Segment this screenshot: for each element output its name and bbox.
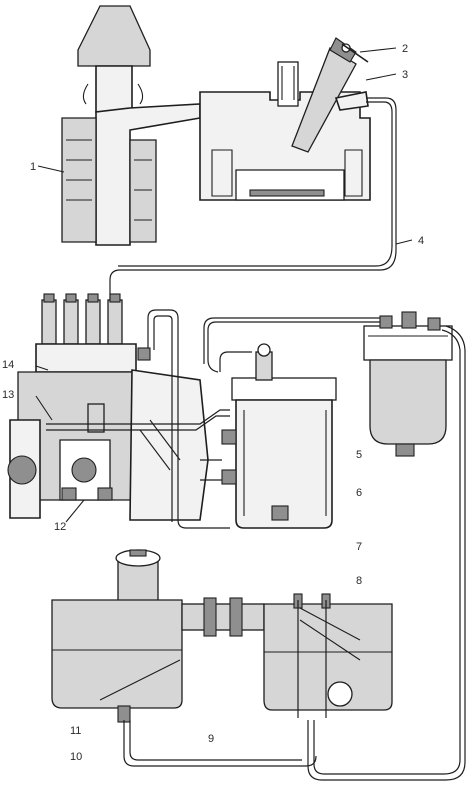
leader-lines (35, 47, 413, 523)
label-1: 1 (30, 161, 36, 173)
label-14: 14 (2, 359, 14, 371)
engine-cylinder-head (61, 5, 397, 318)
callout-labels: 1 2 3 4 5 6 7 8 9 10 11 12 13 14 (2, 43, 424, 763)
label-6: 6 (356, 487, 362, 499)
label-7: 7 (356, 541, 362, 553)
label-8: 8 (356, 575, 362, 587)
main-fuel-filter (200, 343, 337, 529)
label-13: 13 (2, 389, 14, 401)
fuel-tank (51, 549, 393, 767)
label-12: 12 (54, 521, 66, 533)
label-10: 10 (70, 751, 82, 763)
label-9: 9 (208, 733, 214, 745)
label-3: 3 (402, 69, 408, 81)
label-2: 2 (402, 43, 408, 55)
pre-filter-sediment-bowl (203, 311, 466, 781)
label-11: 11 (70, 725, 81, 737)
label-4: 4 (418, 235, 424, 247)
label-5: 5 (356, 449, 362, 461)
injection-pump (7, 293, 230, 529)
